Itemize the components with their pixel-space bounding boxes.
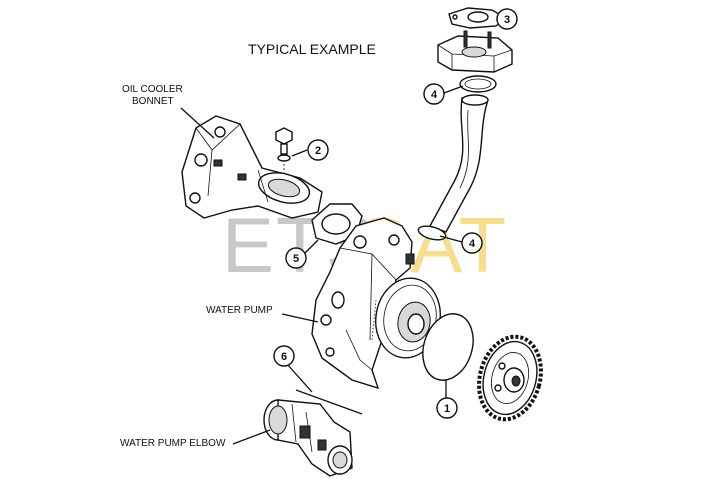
label-water-pump-elbow: WATER PUMP ELBOW <box>120 438 226 449</box>
callout-6-text: 6 <box>281 351 287 363</box>
callout-6: 6 <box>273 345 295 367</box>
label-oil-cooler-line1: OIL COOLER <box>122 84 183 95</box>
drive-gear <box>477 334 543 422</box>
oil-cooler-bonnet <box>181 115 323 219</box>
gasket-part-3 <box>448 7 508 29</box>
pump-pulley <box>371 277 441 359</box>
water-tube <box>429 94 489 233</box>
flange-block <box>437 30 513 73</box>
callout-1-text: 1 <box>444 403 450 415</box>
label-water-pump: WATER PUMP <box>206 305 273 316</box>
callout-4-top-text: 4 <box>431 89 438 101</box>
callout-1: 1 <box>436 397 458 419</box>
water-pump-elbow <box>263 399 353 477</box>
diagram-title: TYPICAL EXAMPLE <box>248 41 376 57</box>
bolt-part-2 <box>275 127 293 176</box>
callout-3-text: 3 <box>504 14 510 26</box>
callout-5: 5 <box>285 247 307 269</box>
callout-3: 3 <box>496 8 518 30</box>
callout-2: 2 <box>307 139 329 161</box>
callout-4-lower-text: 4 <box>469 238 476 250</box>
o-ring-part-1 <box>422 313 474 381</box>
callout-4-lower: 4 <box>461 232 483 254</box>
leader-lines <box>180 16 508 445</box>
water-pump-housing <box>311 217 415 390</box>
o-ring-part-4-lower <box>417 225 447 241</box>
callout-2-text: 2 <box>315 145 321 157</box>
pin-part-6 <box>295 389 363 415</box>
callout-4-top: 4 <box>423 83 445 105</box>
label-oil-cooler-line2: BONNET <box>132 96 174 107</box>
callout-5-text: 5 <box>293 253 299 265</box>
